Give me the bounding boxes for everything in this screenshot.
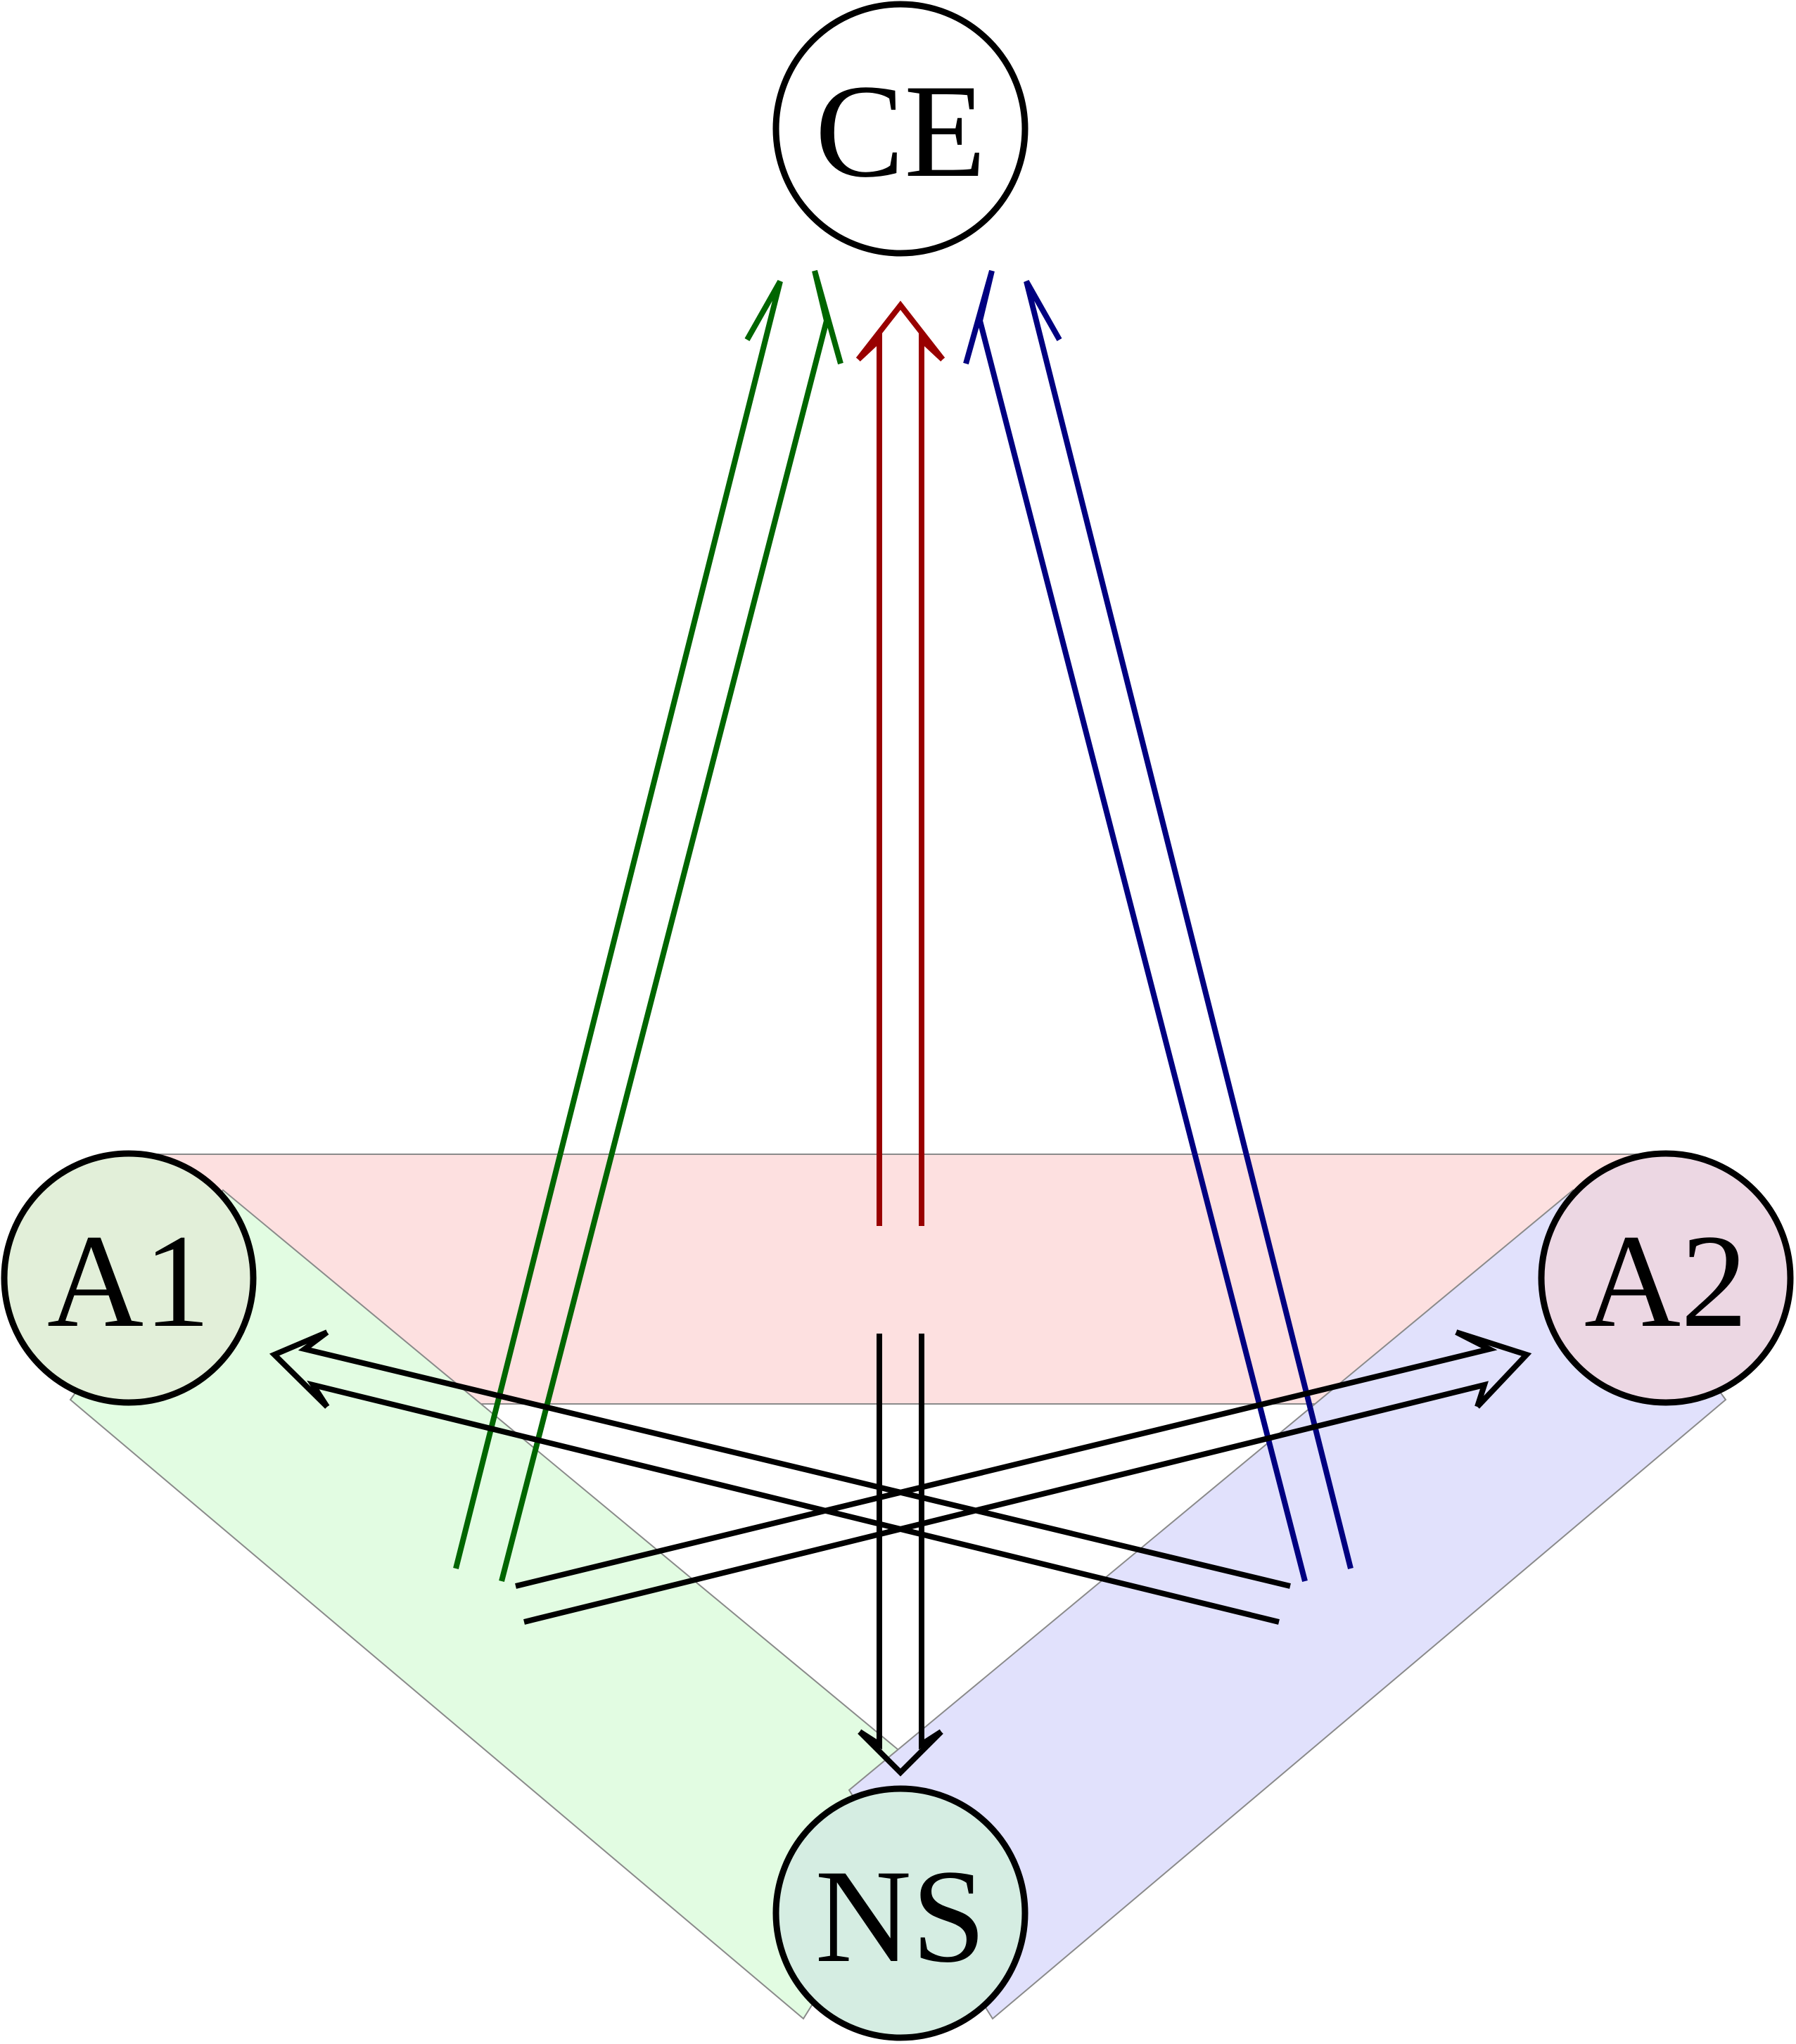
arrow-shaft: [963, 269, 1308, 1582]
arrow-head: [855, 300, 945, 362]
arrow-shaft: [919, 333, 945, 1226]
arrow-shaft: [1024, 280, 1354, 1569]
arrow-head: [269, 1329, 329, 1409]
arrow-head: [858, 1730, 943, 1777]
node-a1-circle: [1, 1150, 257, 1406]
arrow-shaft: [856, 333, 882, 1226]
arrow-a2-ns-to-ce: [963, 269, 1354, 1582]
node-a2-circle: [1538, 1150, 1794, 1406]
arrow-a1-a2-to-ns: [858, 1334, 943, 1777]
arrow-shaft: [453, 280, 783, 1569]
arrow-shaft: [523, 1381, 1489, 1625]
arrow-head: [1455, 1329, 1532, 1409]
node-ns-circle: [772, 1785, 1028, 2041]
arrow-shaft: [499, 269, 843, 1582]
node-a1-label: A1: [47, 1208, 210, 1355]
node-ns-label: NS: [815, 1843, 986, 1991]
node-ce: CE: [772, 1, 1028, 257]
node-ce-circle: [772, 1, 1028, 257]
node-a2-label: A2: [1584, 1208, 1747, 1355]
arrow-a1-ns-to-a2: [515, 1329, 1532, 1625]
node-a2: A2: [1538, 1150, 1794, 1406]
arrows: [269, 269, 1532, 1777]
node-ns: NS: [772, 1785, 1028, 2041]
arrow-a2-ns-to-a1: [269, 1329, 1291, 1625]
arrow-a1-a2-to-ce: [855, 300, 945, 1226]
node-a1: A1: [1, 1150, 257, 1406]
node-ce-label: CE: [815, 58, 986, 205]
arrow-a1-ns-to-ce: [453, 269, 843, 1582]
